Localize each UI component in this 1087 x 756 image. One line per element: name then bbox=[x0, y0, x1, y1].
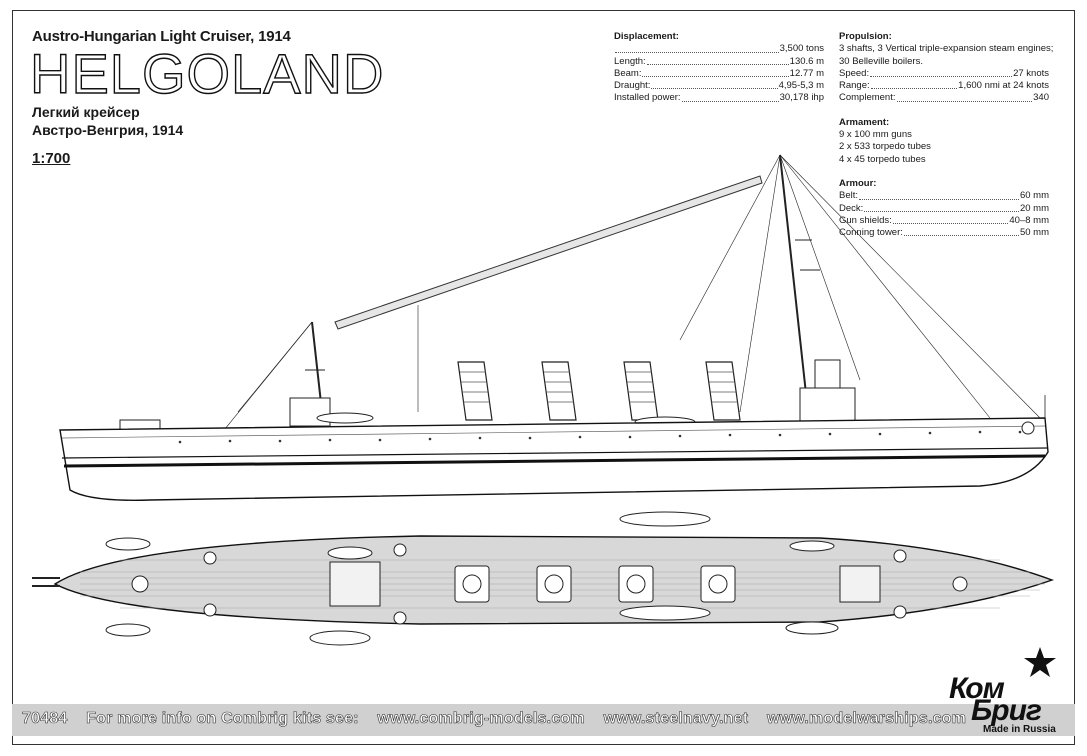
ship-name-title: HELGOLAND bbox=[29, 42, 385, 105]
combrig-logo: Ком Бриг Made in Russia bbox=[941, 647, 1061, 740]
made-in-russia-label: Made in Russia bbox=[983, 724, 1056, 735]
footer-link-combrig[interactable]: www.combrig-models.com bbox=[377, 710, 585, 728]
footer-link-modelwarships[interactable]: www.modelwarships.com bbox=[766, 710, 967, 728]
spec-key: Conning tower: bbox=[839, 227, 903, 239]
specs-right-column: Propulsion: 3 shafts, 3 Vertical triple-… bbox=[839, 31, 1054, 239]
armament-item: 2 x 533 torpedo tubes bbox=[839, 141, 931, 153]
spec-value: 20 mm bbox=[1019, 202, 1049, 214]
armour-row-conning-tower: Conning tower: 50 mm bbox=[839, 227, 1049, 239]
spec-key: Complement: bbox=[839, 92, 896, 104]
spec-key: Belt: bbox=[839, 190, 859, 202]
side-profile-drawing bbox=[59, 154, 1049, 501]
footer-text: 70484 For more info on Combrig kits see:… bbox=[22, 710, 980, 728]
propulsion-heading: Propulsion: bbox=[839, 31, 892, 42]
hull-profile bbox=[59, 417, 1049, 501]
armour-heading: Armour: bbox=[839, 177, 877, 189]
funnel-tops bbox=[454, 565, 736, 603]
spec-key: Speed: bbox=[839, 67, 870, 79]
fore-mast bbox=[779, 154, 809, 413]
spec-value: 27 knots bbox=[1013, 67, 1049, 79]
main-mast bbox=[311, 321, 323, 413]
spec-key: Beam: bbox=[614, 67, 642, 79]
spec-value: 50 mm bbox=[1019, 227, 1049, 239]
displacement-heading: Displacement: bbox=[614, 31, 679, 42]
russian-subtitle-2: Австро-Венгрия, 1914 bbox=[32, 122, 184, 138]
aerial-spar bbox=[334, 175, 763, 330]
displacement-value: 3,500 tons bbox=[779, 43, 824, 55]
spec-key: Gun shields: bbox=[839, 214, 892, 226]
spec-value: 340 bbox=[1033, 92, 1049, 104]
plan-view-drawing bbox=[32, 511, 1055, 646]
spec-key: Installed power: bbox=[614, 92, 681, 104]
spec-row-power: Installed power: 30,178 ihp bbox=[614, 92, 824, 104]
spec-row-draught: Draught: 4,95-5,3 m bbox=[614, 80, 824, 92]
kit-code: 70484 bbox=[22, 710, 68, 728]
spec-row: 3,500 tons bbox=[614, 43, 824, 55]
logo-text-bottom: Бриг bbox=[971, 694, 1042, 727]
armour-row-deck: Deck: 20 mm bbox=[839, 203, 1049, 215]
star-icon bbox=[1024, 647, 1056, 677]
ship-subtitle: Austro-Hungarian Light Cruiser, 1914 bbox=[32, 28, 291, 45]
boats bbox=[105, 511, 839, 646]
ship-drawings bbox=[32, 154, 1055, 646]
spec-row-beam: Beam: 12.77 m bbox=[614, 68, 824, 80]
spec-key: Deck: bbox=[839, 202, 864, 214]
spec-row-speed: Speed: 27 knots bbox=[839, 68, 1049, 80]
spec-value: 40–8 mm bbox=[1009, 214, 1049, 226]
spec-row-length: Length: 130.6 m bbox=[614, 56, 824, 68]
armament-item: 9 x 100 mm guns bbox=[839, 129, 912, 141]
portholes bbox=[178, 430, 1022, 444]
funnels bbox=[457, 361, 741, 421]
footer-bar bbox=[12, 704, 1075, 736]
spec-value: 60 mm bbox=[1019, 190, 1049, 202]
propulsion-line-2: 30 Belleville boilers. bbox=[839, 55, 923, 67]
logo-text-top: Ком bbox=[949, 672, 1005, 705]
footer-link-steelnavy[interactable]: www.steelnavy.net bbox=[603, 710, 749, 728]
spec-key: Range: bbox=[839, 80, 870, 92]
propulsion-line-1: 3 shafts, 3 Vertical triple-expansion st… bbox=[839, 43, 1054, 55]
scale-label: 1:700 bbox=[32, 150, 71, 167]
spec-value: 30,178 ihp bbox=[779, 92, 824, 104]
footer-info: For more info on Combrig kits see: bbox=[86, 710, 359, 728]
spec-key: Draught: bbox=[614, 80, 651, 92]
spec-row-complement: Complement: 340 bbox=[839, 92, 1049, 104]
page-frame bbox=[12, 10, 1075, 745]
gun-mounts bbox=[131, 543, 968, 625]
armour-row-belt: Belt: 60 mm bbox=[839, 190, 1049, 202]
spec-value: 1,600 nmi at 24 knots bbox=[958, 80, 1049, 92]
spec-key: Length: bbox=[614, 55, 646, 67]
spec-value: 4,95-5,3 m bbox=[778, 80, 824, 92]
armament-heading: Armament: bbox=[839, 116, 890, 128]
specs-left-column: Displacement: 3,500 tons Length:130.6 m … bbox=[614, 31, 824, 105]
armament-item: 4 x 45 torpedo tubes bbox=[839, 153, 926, 165]
spec-value: 12.77 m bbox=[789, 67, 824, 79]
russian-subtitle-1: Легкий крейсер bbox=[32, 104, 140, 120]
armour-row-gun-shields: Gun shields: 40–8 mm bbox=[839, 215, 1049, 227]
spec-value: 130.6 m bbox=[789, 55, 824, 67]
spec-row-range: Range: 1,600 nmi at 24 knots bbox=[839, 80, 1049, 92]
